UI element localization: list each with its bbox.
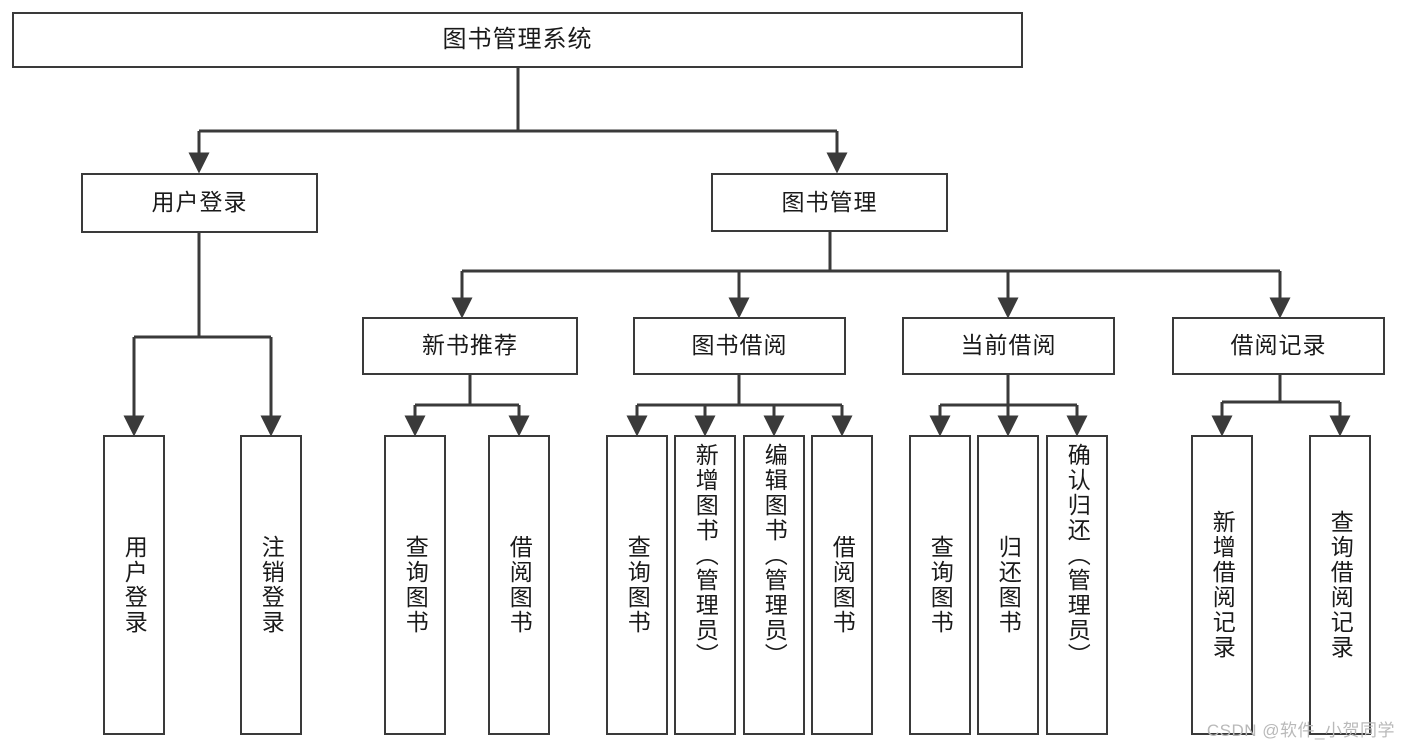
node-leaf-borrow-book-1-label: 借阅图书: [506, 535, 533, 635]
node-leaf-query-book-3-label: 查询图书: [927, 535, 954, 635]
node-root[interactable]: 图书管理系统: [12, 12, 1023, 68]
node-leaf-query-record-label: 查询借阅记录: [1327, 510, 1354, 660]
node-borrow-record[interactable]: 借阅记录: [1172, 317, 1385, 375]
node-leaf-borrow-book-1[interactable]: 借阅图书: [488, 435, 550, 735]
node-leaf-confirm-return-label: 确认归还（管理员）: [1064, 443, 1091, 668]
node-leaf-edit-book[interactable]: 编辑图书（管理员）: [743, 435, 805, 735]
node-book-manage[interactable]: 图书管理: [711, 173, 948, 232]
node-new-book-rec[interactable]: 新书推荐: [362, 317, 578, 375]
node-leaf-return-book-label: 归还图书: [995, 535, 1022, 635]
node-leaf-logout-login-label: 注销登录: [258, 535, 285, 635]
node-leaf-add-book-label: 新增图书（管理员）: [692, 443, 719, 668]
node-leaf-edit-book-label: 编辑图书（管理员）: [761, 443, 788, 668]
node-borrow-record-label: 借阅记录: [1230, 332, 1327, 359]
node-leaf-user-login[interactable]: 用户登录: [103, 435, 165, 735]
node-leaf-query-book-1-label: 查询图书: [402, 535, 429, 635]
node-root-label: 图书管理系统: [442, 25, 593, 53]
node-leaf-borrow-book-2-label: 借阅图书: [829, 535, 856, 635]
node-leaf-query-record[interactable]: 查询借阅记录: [1309, 435, 1371, 735]
node-leaf-confirm-return[interactable]: 确认归还（管理员）: [1046, 435, 1108, 735]
node-leaf-query-book-3[interactable]: 查询图书: [909, 435, 971, 735]
node-leaf-add-record-label: 新增借阅记录: [1209, 510, 1236, 660]
node-book-manage-label: 图书管理: [781, 188, 878, 215]
csdn-watermark: CSDN @软件_小贺同学: [1206, 721, 1395, 740]
node-leaf-query-book-1[interactable]: 查询图书: [384, 435, 446, 735]
node-new-book-rec-label: 新书推荐: [422, 332, 518, 359]
node-leaf-query-book-2[interactable]: 查询图书: [606, 435, 668, 735]
node-leaf-user-login-label: 用户登录: [121, 535, 148, 635]
node-leaf-borrow-book-2[interactable]: 借阅图书: [811, 435, 873, 735]
node-current-borrow[interactable]: 当前借阅: [902, 317, 1115, 375]
node-leaf-add-book[interactable]: 新增图书（管理员）: [674, 435, 736, 735]
node-user-login[interactable]: 用户登录: [81, 173, 318, 233]
node-leaf-logout-login[interactable]: 注销登录: [240, 435, 302, 735]
node-book-borrow[interactable]: 图书借阅: [633, 317, 846, 375]
node-current-borrow-label: 当前借阅: [960, 332, 1057, 359]
node-leaf-return-book[interactable]: 归还图书: [977, 435, 1039, 735]
node-leaf-query-book-2-label: 查询图书: [624, 535, 651, 635]
node-book-borrow-label: 图书借阅: [691, 332, 788, 359]
node-leaf-add-record[interactable]: 新增借阅记录: [1191, 435, 1253, 735]
node-user-login-label: 用户登录: [151, 189, 248, 216]
